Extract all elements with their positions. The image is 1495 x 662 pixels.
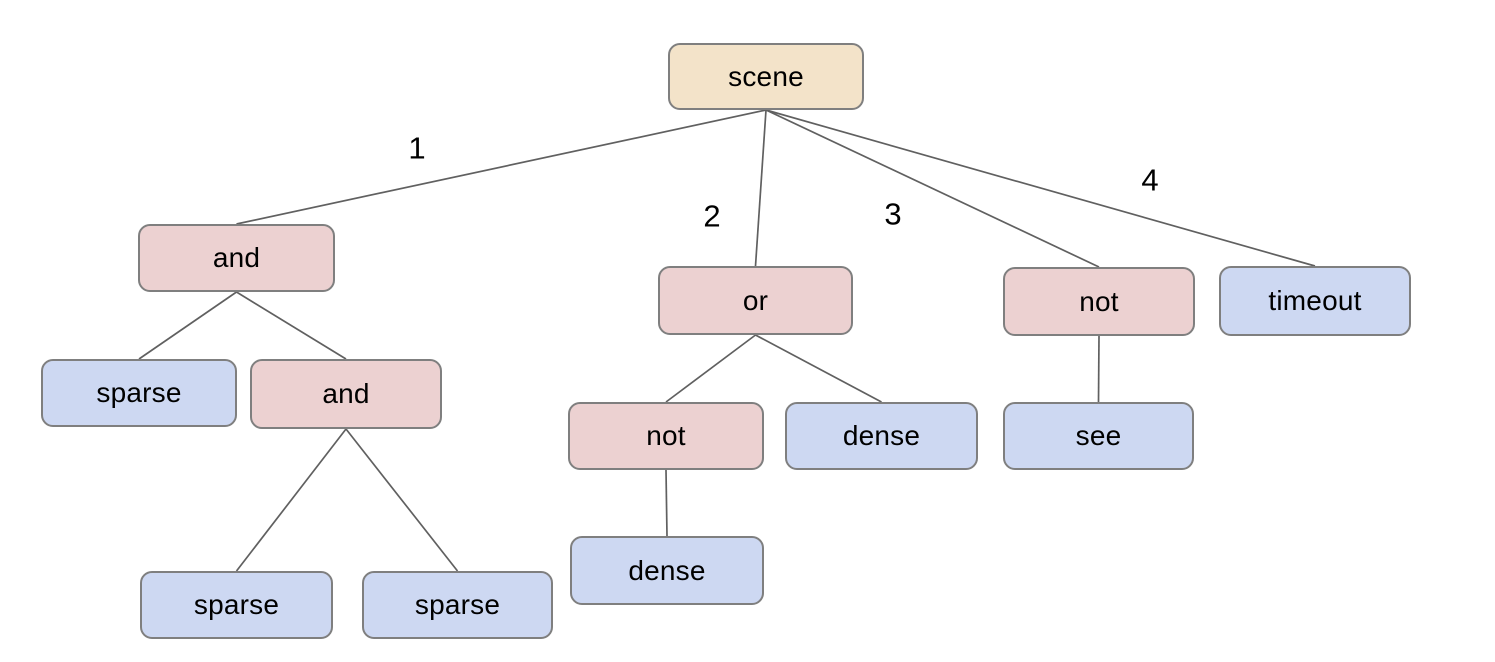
node-dense-2: dense [570, 536, 764, 605]
edge-scene-to-timeout [765, 109, 1316, 267]
edge-label-3: 3 [884, 196, 902, 232]
node-label: not [646, 420, 686, 451]
edge-and-1-to-sparse-1 [138, 291, 237, 360]
node-sparse-3: sparse [362, 571, 553, 639]
edge-scene-to-or [754, 109, 767, 267]
edge-scene-to-not-2 [765, 109, 1100, 268]
node-sparse-2: sparse [140, 571, 333, 639]
node-label: scene [728, 60, 804, 92]
edge-not-2-to-see [1097, 335, 1100, 403]
edge-label-4: 4 [1141, 162, 1159, 198]
node-and-2: and [250, 359, 442, 429]
edge-not-1-to-dense-2 [665, 469, 668, 537]
edge-label-1: 1 [408, 130, 426, 166]
node-sparse-1: sparse [41, 359, 237, 427]
node-label: sparse [414, 589, 501, 620]
edge-label-2: 2 [703, 198, 721, 234]
node-label: sparse [193, 589, 280, 620]
node-label: or [742, 284, 769, 316]
edge-or-to-dense-1 [755, 334, 882, 403]
node-label: dense [628, 554, 706, 586]
edge-and-2-to-sparse-3 [345, 428, 459, 572]
edge-scene-to-and-1 [236, 109, 767, 225]
node-scene: scene [668, 43, 864, 110]
node-not-1: not [568, 402, 764, 470]
node-label: timeout [1268, 285, 1362, 316]
node-label: sparse [96, 377, 182, 408]
node-label: dense [842, 420, 921, 451]
node-timeout: timeout [1219, 266, 1411, 336]
node-not-2: not [1003, 267, 1195, 336]
edge-or-to-not-1 [665, 334, 757, 403]
node-and-1: and [138, 224, 335, 292]
node-dense-1: dense [785, 402, 978, 470]
node-or: or [658, 266, 853, 335]
edge-and-1-to-and-2 [236, 291, 347, 360]
node-label: and [212, 242, 261, 273]
edge-and-2-to-sparse-2 [235, 428, 347, 572]
node-label: not [1079, 285, 1119, 317]
node-label: see [1075, 420, 1122, 451]
node-see: see [1003, 402, 1194, 470]
node-label: and [322, 378, 370, 409]
